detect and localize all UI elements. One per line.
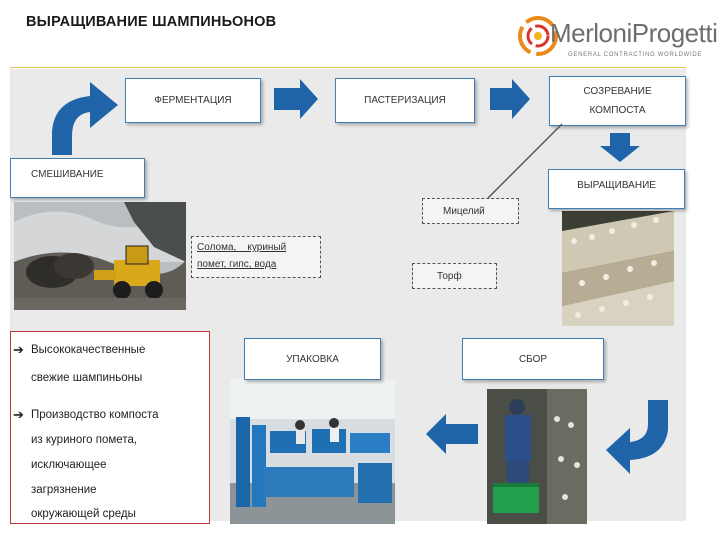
maturation-label-line2: КОМПОСТА [589,105,646,116]
logo-wordmark: MerloniProgetti [550,18,718,48]
growing-label: ВЫРАЩИВАНИЕ [577,180,656,191]
loader-photo [14,202,186,310]
maturation-label-line1: СОЗРЕВАНИЕ [583,86,652,97]
raw-materials-line2: помет, гипс, вода [197,259,277,270]
benefit-2-line1: Производство компоста [31,409,159,421]
harvest-label: СБОР [518,353,548,365]
mixing-box: СМЕШИВАНИЕ [10,158,145,198]
maturation-box: СОЗРЕВАНИЕ КОМПОСТА [549,76,686,126]
benefit-1-line2: свежие шампиньоны [31,372,143,384]
benefit-2-line2: из куриного помета, [31,434,138,446]
mycelium-label: Мицелий [443,206,485,217]
pasteurization-label: ПАСТЕРИЗАЦИЯ [364,95,446,106]
fermentation-label: ФЕРМЕНТАЦИЯ [154,95,232,106]
mycelium-box: Мицелий [422,198,519,224]
benefits-panel: ➔ Высококачественные свежие шампиньоны ➔… [10,331,210,524]
benefit-2-line3: исключающее [31,459,107,471]
company-logo: MerloniProgetti GENERAL CONTRACTING WORL… [512,8,718,66]
benefit-1-line1: Высококачественные [31,344,146,356]
packaging-box: УПАКОВКА [244,338,381,380]
logo-tagline: GENERAL CONTRACTING WORLDWIDE [568,52,703,58]
logo-emblem-icon [518,16,558,56]
mycelium-connector-line [487,123,563,199]
benefit-2-line5: окружающей среды [31,508,136,520]
mushroom-bed-photo [562,211,674,326]
mixing-label: СМЕШИВАНИЕ [31,169,104,180]
packaging-label: УПАКОВКА [286,353,339,365]
bullet-arrow-icon: ➔ [13,342,24,357]
peat-label: Торф [437,271,462,282]
growing-box: ВЫРАЩИВАНИЕ [548,169,685,209]
curved-arrow-up-right-icon [52,82,118,155]
curved-arrow-down-left-icon [606,400,668,474]
fermentation-box: ФЕРМЕНТАЦИЯ [125,78,261,123]
harvest-worker-photo [487,379,587,524]
benefit-2-line4: загрязнение [31,484,97,496]
arrow-right-icon [490,79,530,119]
pasteurization-box: ПАСТЕРИЗАЦИЯ [335,78,475,123]
bullet-arrow-icon: ➔ [13,407,24,422]
arrow-down-icon [600,133,640,162]
arrow-right-icon [274,79,318,119]
harvest-box: СБОР [462,338,604,380]
arrow-left-icon [426,414,478,454]
page-title: ВЫРАЩИВАНИЕ ШАМПИНЬОНОВ [26,14,277,30]
packaging-hall-photo [230,379,395,524]
raw-materials-line1: Солома, куриный [197,242,287,253]
raw-materials-box: Солома, куриный помет, гипс, вода [191,236,321,278]
title-divider [10,67,686,68]
peat-box: Торф [412,263,497,289]
